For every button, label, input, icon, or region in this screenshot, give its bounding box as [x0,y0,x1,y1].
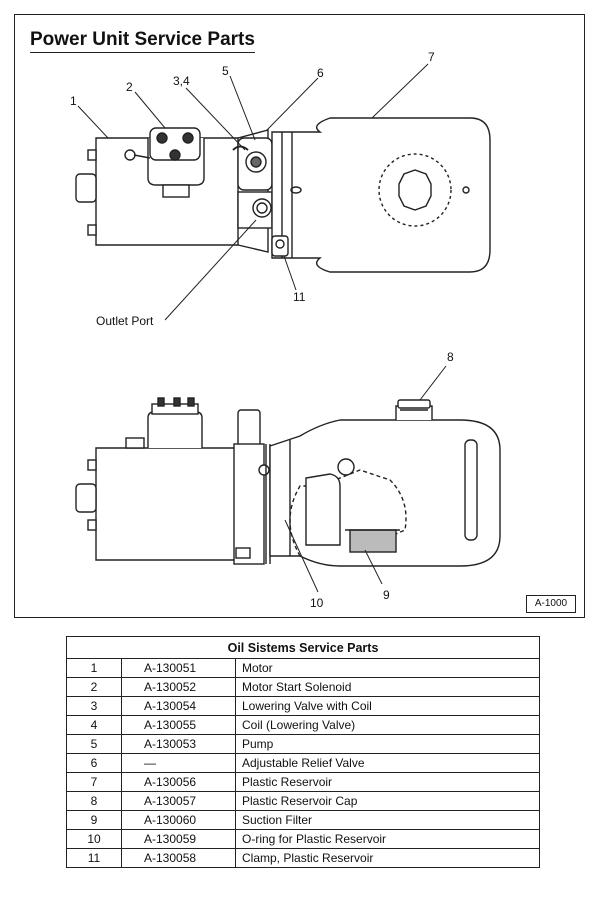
row-number: 8 [66,791,122,811]
callout-leaders-top [77,63,429,321]
row-part-number: A-130059 [121,829,236,849]
callout-2: 2 [126,80,133,94]
row-part-number: A-130058 [121,848,236,868]
callout-5: 5 [222,64,229,78]
row-description: Pump [235,734,540,754]
row-part-number: A-130055 [121,715,236,735]
row-part-number: A-130056 [121,772,236,792]
row-description: Motor [235,658,540,678]
side-view [75,365,501,593]
figure-id: A-1000 [526,595,576,613]
row-description: Suction Filter [235,810,540,830]
reservoir-top [271,117,491,273]
row-number: 3 [66,696,122,716]
row-part-number: A-130057 [121,791,236,811]
table-row: 6—Adjustable Relief Valve [66,753,540,773]
motor-side [75,437,239,561]
row-part-number: — [121,753,236,773]
row-description: Adjustable Relief Valve [235,753,540,773]
callout-3-4: 3,4 [173,74,190,88]
callout-6: 6 [317,66,324,80]
pump-top [232,137,273,229]
reservoir-side [269,399,501,567]
row-part-number: A-130060 [121,810,236,830]
row-number: 7 [66,772,122,792]
row-part-number: A-130054 [121,696,236,716]
top-view [75,63,491,321]
solenoid-top [124,127,205,198]
row-number: 9 [66,810,122,830]
table-heading: Oil Sistems Service Parts [66,636,540,659]
row-part-number: A-130053 [121,734,236,754]
callout-8: 8 [447,350,454,364]
row-number: 2 [66,677,122,697]
row-number: 1 [66,658,122,678]
row-number: 10 [66,829,122,849]
row-description: O-ring for Plastic Reservoir [235,829,540,849]
row-description: Clamp, Plastic Reservoir [235,848,540,868]
row-number: 11 [66,848,122,868]
power-unit-illustration [75,63,501,593]
row-part-number: A-130051 [121,658,236,678]
row-description: Plastic Reservoir [235,772,540,792]
diagram-frame [14,14,585,618]
row-description: Lowering Valve with Coil [235,696,540,716]
row-description: Motor Start Solenoid [235,677,540,697]
callout-10: 10 [310,596,324,610]
solenoid-side [147,397,203,448]
callout-11: 11 [293,290,306,304]
diagram-title: Power Unit Service Parts [30,29,255,53]
callout-leaders-side [284,365,447,593]
row-description: Coil (Lowering Valve) [235,715,540,735]
row-number: 4 [66,715,122,735]
callout-7: 7 [428,50,435,64]
row-number: 6 [66,753,122,773]
row-number: 5 [66,734,122,754]
row-description: Plastic Reservoir Cap [235,791,540,811]
callout-1: 1 [70,94,77,108]
valve-side [233,409,271,565]
row-part-number: A-130052 [121,677,236,697]
clamp-top [271,235,289,257]
callout-9: 9 [383,588,390,602]
outlet-port-label: Outlet Port [96,314,154,328]
